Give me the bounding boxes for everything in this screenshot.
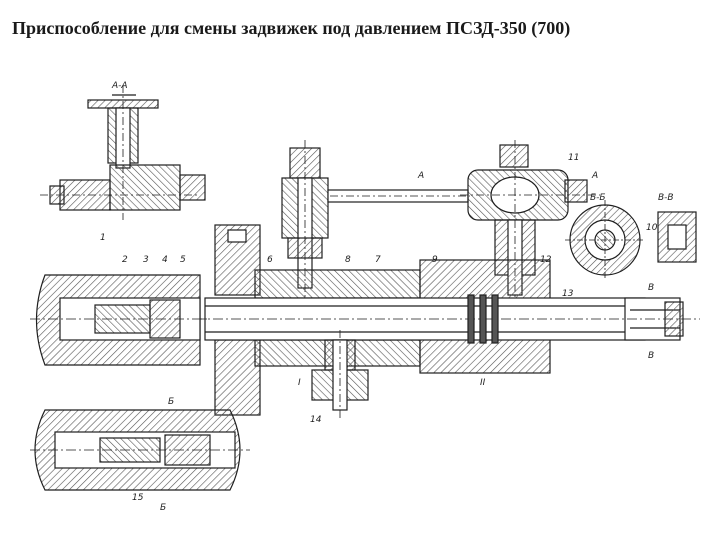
- lower-valve-stem: [311, 330, 369, 420]
- part-number: 12: [540, 255, 552, 265]
- label-v-bottom: В: [648, 351, 654, 361]
- part-number: 1: [100, 233, 106, 243]
- part-number: 14: [310, 415, 322, 425]
- section-vv-view: [657, 211, 697, 263]
- part-number: 9: [432, 255, 438, 265]
- main-assembly: [195, 224, 700, 416]
- part-number: I: [298, 378, 301, 388]
- label-section-bb: Б-Б: [590, 193, 606, 203]
- label-a-top: А: [417, 171, 424, 181]
- section-aa-view: [40, 85, 206, 220]
- part-number: 15: [132, 493, 144, 503]
- part-number: 11: [568, 153, 579, 163]
- label-a-right: А: [591, 171, 598, 181]
- label-b-bottom: Б: [160, 503, 166, 513]
- part-number: 10: [646, 223, 658, 233]
- upper-valve-stem: [281, 140, 470, 300]
- part-number: 6: [267, 255, 273, 265]
- left-cylinder-main: [30, 274, 210, 366]
- left-cylinder-section: [30, 409, 250, 491]
- label-b-left: Б: [168, 397, 174, 407]
- part-number: II: [480, 378, 486, 388]
- label-v-top: В: [648, 283, 654, 293]
- part-number: 7: [375, 255, 381, 265]
- section-bb-view: [565, 200, 645, 280]
- part-number: 5: [180, 255, 186, 265]
- label-section-aa: А-А: [111, 81, 128, 91]
- part-number: 4: [162, 255, 168, 265]
- part-number: 13: [562, 289, 574, 299]
- part-number: 3: [143, 255, 149, 265]
- slide-title: Приспособление для смены задвижек под да…: [12, 18, 571, 38]
- label-section-vv: В-В: [658, 193, 674, 203]
- part-number: 8: [345, 255, 351, 265]
- part-number: 2: [122, 255, 128, 265]
